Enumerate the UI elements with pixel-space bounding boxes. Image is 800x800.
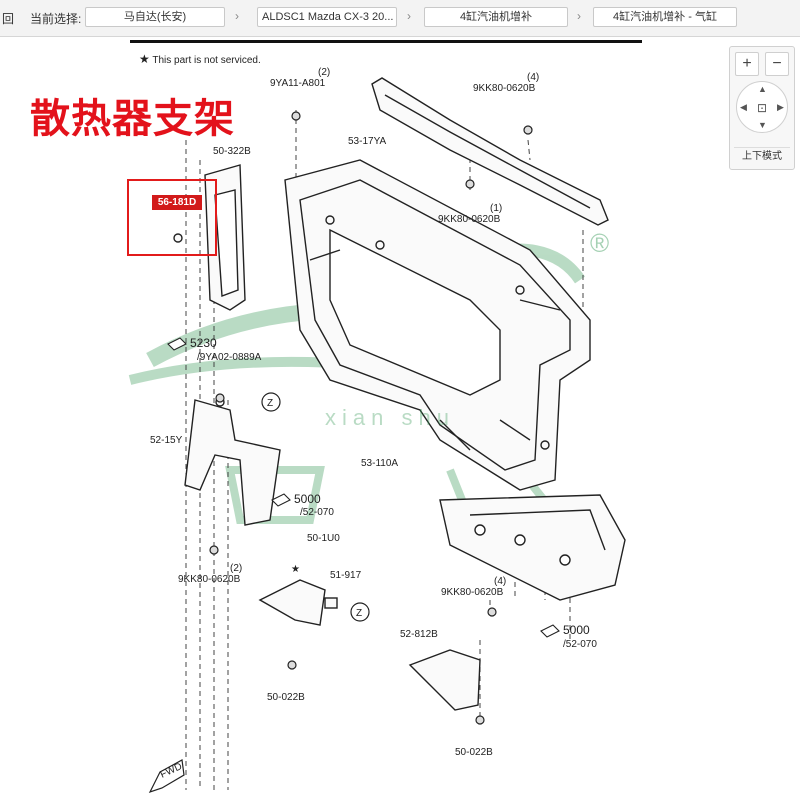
part-label[interactable]: 50-022B: [455, 747, 493, 758]
part-label[interactable]: 5230: [190, 336, 217, 350]
air-deflector-right: [408, 649, 481, 711]
parts-diagram[interactable]: Z Z FWD (2) 9YA11-A801 (4) 9KK80-0620B 5…: [0, 44, 800, 800]
upper-crossmember: [371, 77, 609, 226]
reference-arrow-icons: [167, 337, 560, 638]
watermark-text: xian shu: [325, 405, 455, 430]
z-callout-markers: [261, 392, 370, 622]
zoom-out-button[interactable]: −: [765, 52, 789, 76]
breadcrumb-brand[interactable]: 马自达(长安): [85, 7, 225, 27]
part-label[interactable]: 9KK80-0620B: [441, 587, 504, 598]
part-sub-label: /52-070: [563, 639, 597, 650]
bolt-icons: [209, 111, 533, 725]
fwd-arrow-icon: FWD: [148, 759, 185, 794]
pan-up-icon[interactable]: ▲: [758, 84, 767, 94]
breadcrumb-engine[interactable]: 4缸汽油机增补: [424, 7, 568, 27]
zoom-control: + − ▲ ▼ ◀ ▶ ⊡ 上下模式: [729, 46, 795, 170]
part-label[interactable]: 9KK80-0620B: [178, 574, 241, 585]
breadcrumb-model[interactable]: ALDSC1 Mazda CX-3 20...: [257, 7, 397, 27]
part-label[interactable]: 51-917: [330, 570, 362, 581]
pan-pad[interactable]: ▲ ▼ ◀ ▶ ⊡: [736, 81, 788, 133]
highlight-frame[interactable]: [127, 179, 217, 256]
back-button[interactable]: 回: [2, 12, 15, 26]
air-deflector-left: [258, 579, 338, 626]
part-label[interactable]: 53-110A: [361, 458, 398, 469]
pan-left-icon[interactable]: ◀: [740, 102, 747, 112]
part-qty: (2): [318, 67, 330, 78]
part-label[interactable]: 53-17YA: [348, 136, 387, 147]
center-reset-icon[interactable]: ⊡: [757, 101, 768, 115]
part-label[interactable]: 52-15Y: [150, 435, 183, 446]
z-callout-label: Z: [356, 608, 362, 619]
pan-down-icon[interactable]: ▼: [758, 120, 767, 130]
right-lower-reinforcement: [439, 494, 626, 601]
not-serviced-star-icon: ★: [291, 564, 300, 575]
highlight-part-tag[interactable]: 56-181D: [152, 195, 202, 210]
part-label[interactable]: 50-022B: [267, 692, 305, 703]
z-callout-label: Z: [267, 398, 273, 409]
current-selection-label: 当前选择:: [30, 12, 82, 26]
part-label[interactable]: 52-812B: [400, 629, 438, 640]
part-qty: (4): [527, 72, 539, 83]
part-label[interactable]: 5000: [563, 623, 590, 637]
part-label[interactable]: 5000: [294, 492, 321, 506]
part-label[interactable]: 50-1U0: [307, 533, 340, 544]
exploded-view-drawing: Z Z FWD (2) 9YA11-A801 (4) 9KK80-0620B 5…: [128, 67, 626, 794]
layout-mode-toggle[interactable]: 上下模式: [734, 147, 790, 166]
part-sub-label: /9YA02-0889A: [197, 352, 262, 363]
part-label[interactable]: 9YA11-A801: [270, 78, 326, 89]
part-label[interactable]: 9KK80-0620B: [473, 83, 536, 94]
diagram-top-rule: [130, 40, 642, 43]
pan-right-icon[interactable]: ▶: [777, 102, 784, 112]
watermark-registered-mark: ®: [590, 228, 609, 258]
chevron-right-icon: ›: [407, 9, 411, 23]
left-lower-bracket: [184, 397, 281, 526]
part-qty: (1): [490, 203, 502, 214]
part-label[interactable]: 9KK80-0620B: [438, 214, 501, 225]
breadcrumb-bar: 回 当前选择: 马自达(长安) › ALDSC1 Mazda CX-3 20..…: [0, 0, 800, 37]
not-serviced-notice: ★ This part is not serviced.: [139, 52, 261, 66]
page-title: 散热器支架: [30, 95, 235, 142]
notice-text: This part is not serviced.: [152, 55, 261, 66]
part-label[interactable]: 50-322B: [213, 146, 251, 157]
chevron-right-icon: ›: [235, 9, 239, 23]
zoom-in-button[interactable]: +: [735, 52, 759, 76]
star-icon: ★: [139, 52, 150, 66]
chevron-right-icon: ›: [577, 9, 581, 23]
breadcrumb-group[interactable]: 4缸汽油机增补 - 气缸: [593, 7, 737, 27]
radiator-support-frame: [284, 159, 591, 491]
part-qty: (4): [494, 576, 506, 587]
part-qty: (2): [230, 563, 242, 574]
part-sub-label: /52-070: [300, 507, 334, 518]
